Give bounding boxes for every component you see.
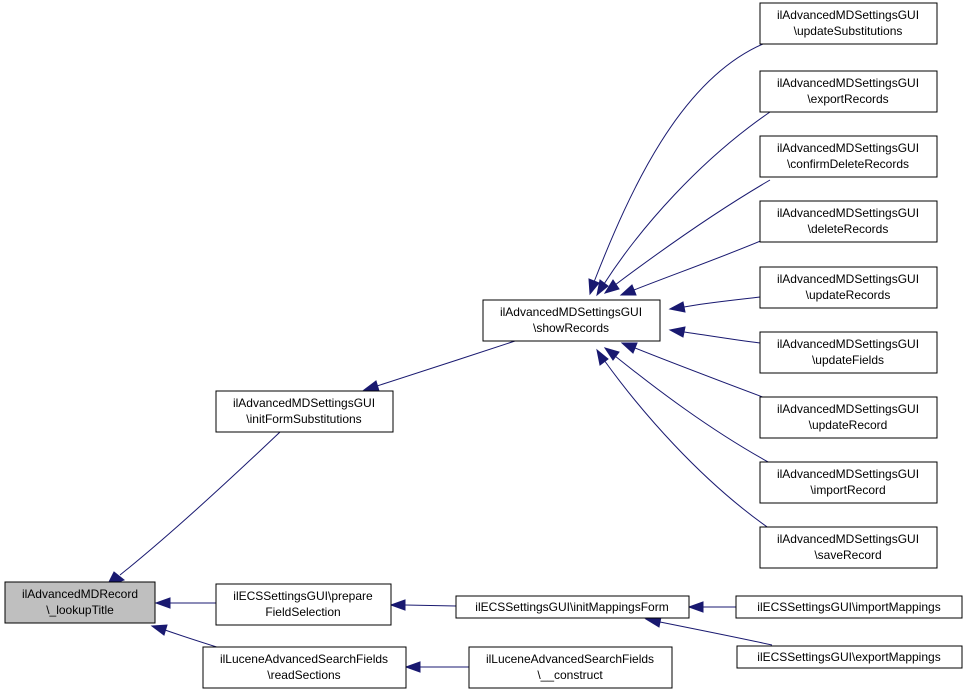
- node-read-sections-line2: \readSections: [267, 668, 340, 682]
- node-construct-line2: \__construct: [537, 668, 603, 682]
- node-import-record[interactable]: ilAdvancedMDSettingsGUI \importRecord: [759, 461, 938, 504]
- edge-update-fields-to-show-records: [668, 326, 761, 344]
- node-confirm-delete-records[interactable]: ilAdvancedMDSettingsGUI \confirmDeleteRe…: [759, 135, 938, 178]
- node-root[interactable]: ilAdvancedMDRecord \_lookupTitle: [4, 581, 156, 624]
- node-construct-line1: ilLuceneAdvancedSearchFields: [486, 652, 654, 666]
- edge-init-form-substitutions-to-root: [105, 431, 281, 587]
- edge-update-records-to-show-records: [668, 296, 761, 313]
- node-show-records-line2: \showRecords: [533, 321, 609, 335]
- node-read-sections[interactable]: ilLuceneAdvancedSearchFields \readSectio…: [202, 646, 407, 689]
- node-show-records-line1: ilAdvancedMDSettingsGUI: [500, 305, 642, 319]
- node-prepare-field-selection-line2: FieldSelection: [265, 605, 340, 619]
- node-read-sections-line1: ilLuceneAdvancedSearchFields: [220, 652, 388, 666]
- edge-delete-records-to-show-records: [619, 239, 764, 296]
- node-import-record-line1: ilAdvancedMDSettingsGUI: [777, 467, 919, 481]
- edge-update-record-to-show-records: [620, 342, 769, 400]
- node-export-records[interactable]: ilAdvancedMDSettingsGUI \exportRecords: [759, 70, 938, 113]
- edge-import-mappings-to-init-mappings-form: [687, 601, 736, 613]
- node-export-mappings[interactable]: ilECSSettingsGUI\exportMappings: [736, 645, 963, 669]
- node-save-record-line1: ilAdvancedMDSettingsGUI: [777, 532, 919, 546]
- node-update-substitutions[interactable]: ilAdvancedMDSettingsGUI \updateSubstitut…: [759, 2, 938, 45]
- node-update-records-line1: ilAdvancedMDSettingsGUI: [777, 272, 919, 286]
- node-update-record-line2: \updateRecord: [809, 418, 888, 432]
- node-save-record-line2: \saveRecord: [814, 548, 881, 562]
- node-delete-records[interactable]: ilAdvancedMDSettingsGUI \deleteRecords: [759, 200, 938, 243]
- edge-confirm-delete-records-to-show-records: [603, 179, 771, 294]
- node-update-substitutions-line2: \updateSubstitutions: [794, 24, 903, 38]
- node-init-form-substitutions[interactable]: ilAdvancedMDSettingsGUI \initFormSubstit…: [215, 390, 394, 433]
- node-confirm-delete-records-line1: ilAdvancedMDSettingsGUI: [777, 141, 919, 155]
- edge-show-records-to-init-form-substitutions: [362, 340, 516, 392]
- node-update-record[interactable]: ilAdvancedMDSettingsGUI \updateRecord: [759, 396, 938, 439]
- node-update-record-line1: ilAdvancedMDSettingsGUI: [777, 402, 919, 416]
- node-import-mappings-line1: ilECSSettingsGUI\importMappings: [757, 600, 940, 614]
- edge-export-mappings-to-init-mappings-form: [644, 616, 773, 646]
- edge-export-records-to-show-records: [596, 111, 771, 297]
- node-prepare-field-selection[interactable]: ilECSSettingsGUI\prepare FieldSelection: [215, 583, 392, 626]
- node-init-form-substitutions-line1: ilAdvancedMDSettingsGUI: [233, 396, 375, 410]
- edge-construct-to-read-sections: [404, 661, 469, 673]
- edge-save-record-to-show-records: [596, 348, 771, 530]
- node-prepare-field-selection-line1: ilECSSettingsGUI\prepare: [233, 589, 373, 603]
- node-delete-records-line1: ilAdvancedMDSettingsGUI: [777, 206, 919, 220]
- node-construct[interactable]: ilLuceneAdvancedSearchFields \__construc…: [468, 646, 673, 689]
- node-update-fields-line1: ilAdvancedMDSettingsGUI: [777, 337, 919, 351]
- edge-prepare-field-selection-to-root: [154, 597, 216, 609]
- node-update-records[interactable]: ilAdvancedMDSettingsGUI \updateRecords: [759, 266, 938, 309]
- node-update-substitutions-line1: ilAdvancedMDSettingsGUI: [777, 8, 919, 22]
- node-delete-records-line2: \deleteRecords: [808, 222, 889, 236]
- edge-update-substitutions-to-show-records: [588, 43, 764, 296]
- node-root-line1: ilAdvancedMDRecord: [22, 587, 138, 601]
- node-import-mappings[interactable]: ilECSSettingsGUI\importMappings: [735, 595, 963, 619]
- node-show-records[interactable]: ilAdvancedMDSettingsGUI \showRecords: [482, 299, 661, 342]
- node-init-mappings-form-line1: ilECSSettingsGUI\initMappingsForm: [475, 600, 668, 614]
- node-import-record-line2: \importRecord: [810, 483, 885, 497]
- node-export-records-line2: \exportRecords: [807, 92, 888, 106]
- node-confirm-delete-records-line2: \confirmDeleteRecords: [787, 157, 909, 171]
- node-init-form-substitutions-line2: \initFormSubstitutions: [246, 412, 361, 426]
- edge-import-record-to-show-records: [603, 347, 771, 464]
- node-update-records-line2: \updateRecords: [806, 288, 891, 302]
- node-export-mappings-line1: ilECSSettingsGUI\exportMappings: [757, 650, 940, 664]
- node-update-fields[interactable]: ilAdvancedMDSettingsGUI \updateFields: [759, 331, 938, 374]
- node-root-line2: \_lookupTitle: [46, 603, 114, 617]
- node-update-fields-line2: \updateFields: [812, 353, 884, 367]
- node-init-mappings-form[interactable]: ilECSSettingsGUI\initMappingsForm: [455, 595, 690, 619]
- edge-init-mappings-form-to-prepare-field-selection: [389, 599, 457, 611]
- node-export-records-line1: ilAdvancedMDSettingsGUI: [777, 76, 919, 90]
- node-save-record[interactable]: ilAdvancedMDSettingsGUI \saveRecord: [759, 526, 938, 569]
